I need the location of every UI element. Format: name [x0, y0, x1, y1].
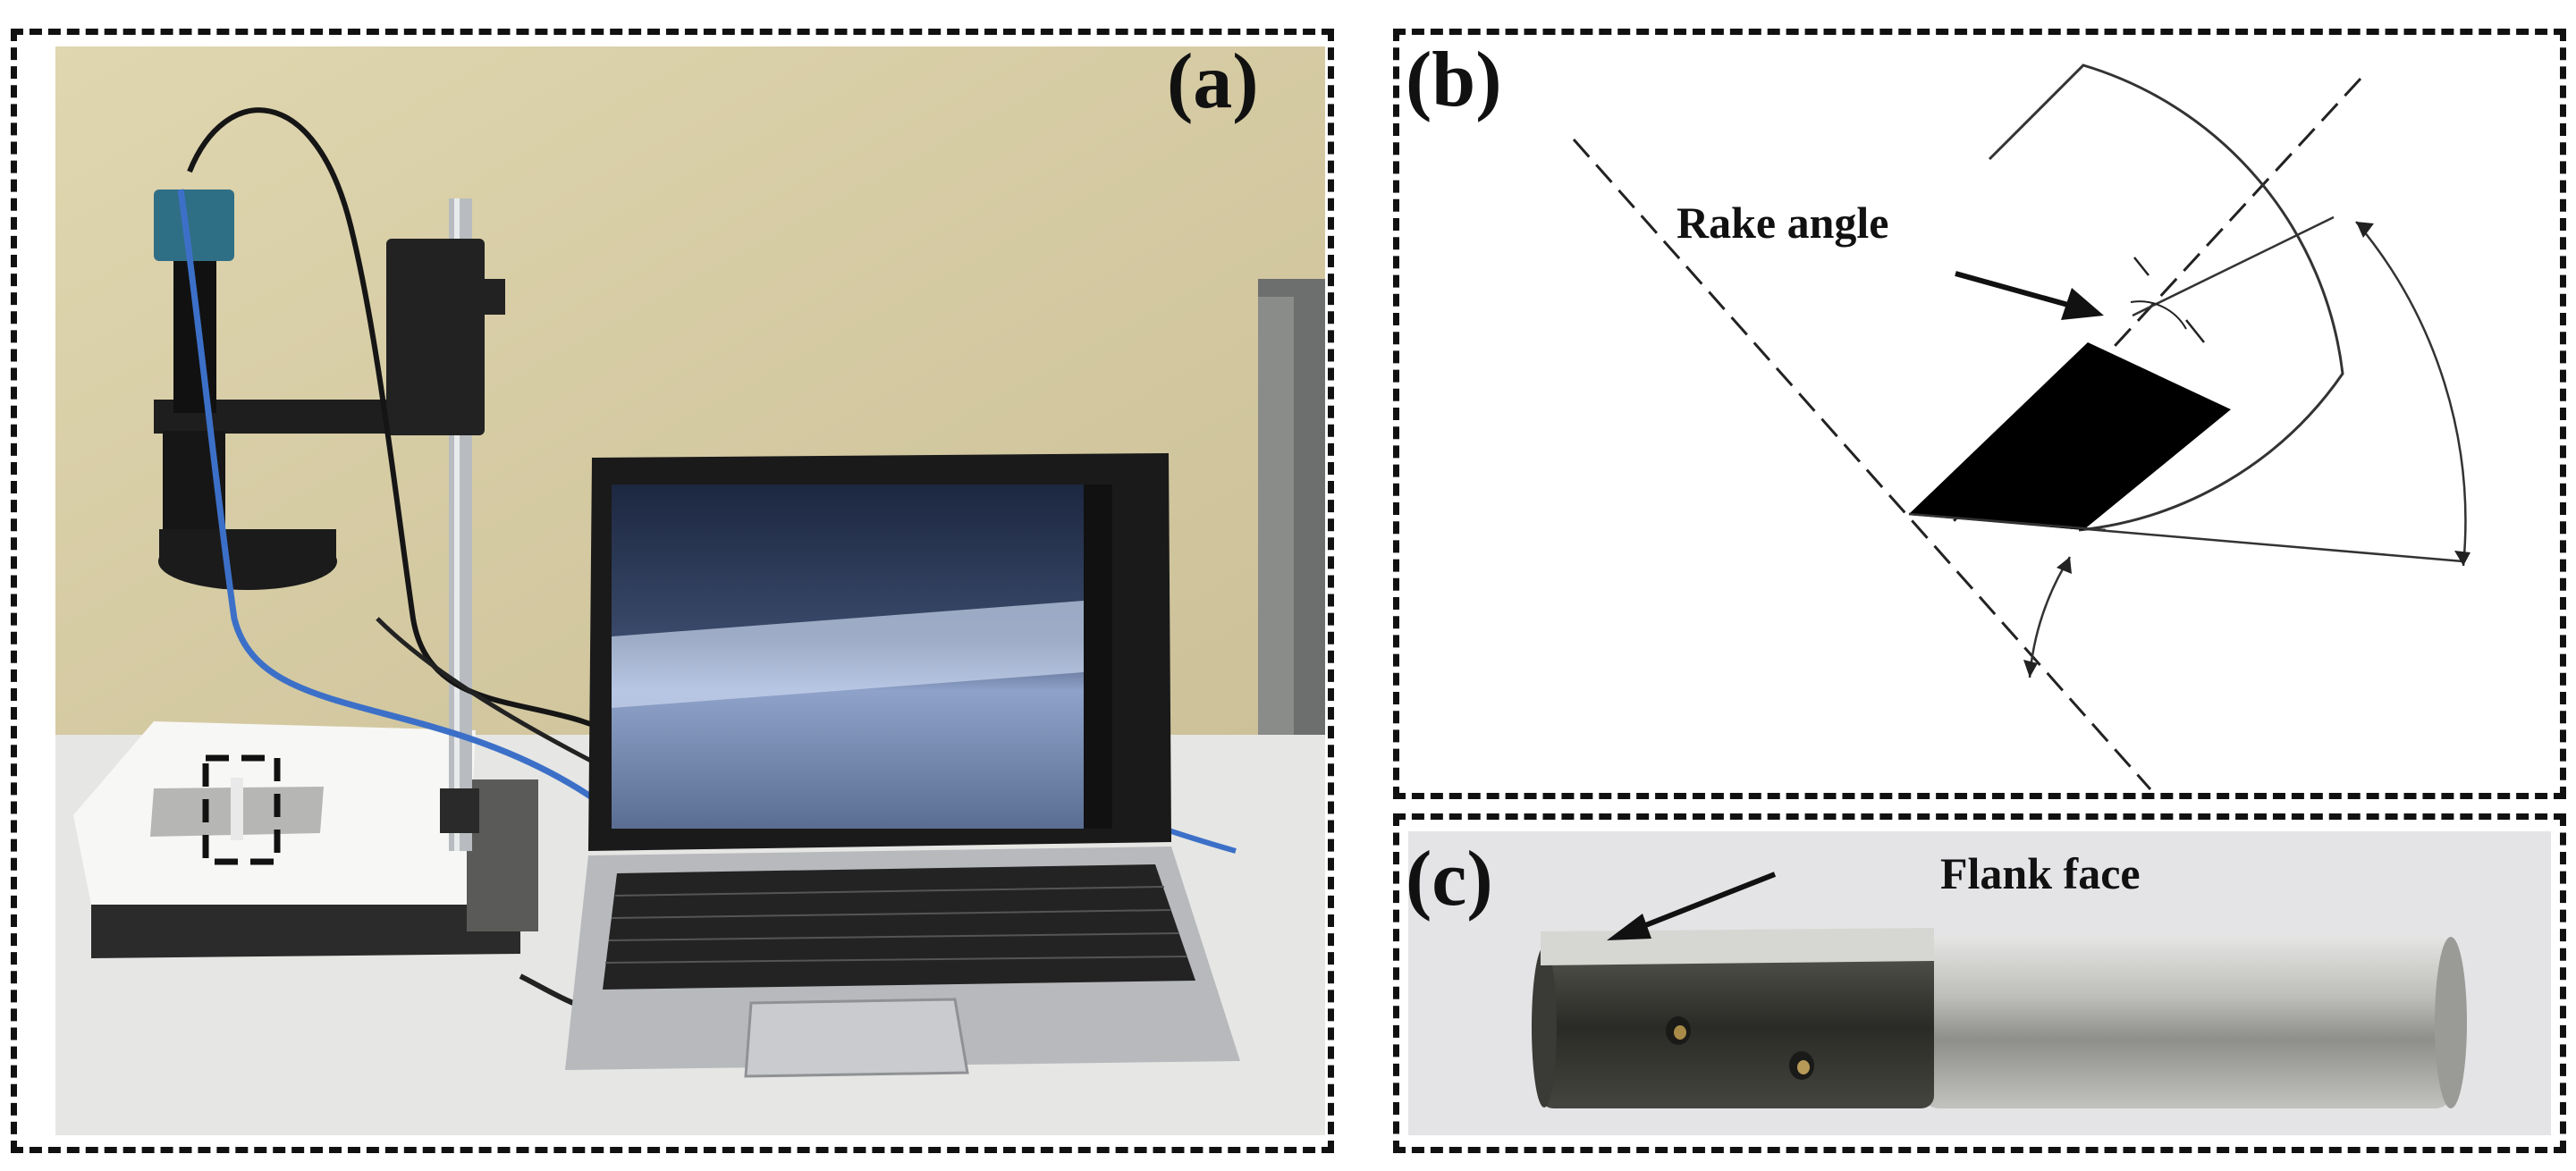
rake-angle-label: Rake angle — [1677, 198, 1889, 248]
stand-base — [91, 905, 520, 958]
touchpad — [744, 998, 969, 1078]
camera — [154, 190, 234, 261]
tool-photo — [1408, 831, 2551, 1135]
panel-a-label: (a) — [1167, 38, 1259, 125]
tool-shank — [1922, 937, 2452, 1108]
flank-face-arrow — [1637, 872, 1777, 931]
rake-angle-diagram — [1572, 63, 2470, 790]
panel-c-frame — [1393, 813, 2566, 1153]
panel-b-label: (b) — [1406, 37, 1502, 123]
flank-face-strip — [1541, 928, 1934, 965]
tool-wedge — [1909, 342, 2231, 530]
outer-arc — [1988, 63, 2344, 532]
tool-holder — [1541, 946, 1934, 1108]
keyboard — [603, 864, 1195, 990]
reference-dashed-line — [1572, 139, 2152, 790]
rake-angle-arrow — [1955, 271, 2075, 309]
panel-a-photo — [55, 46, 1325, 1135]
flank-face-label: Flank face — [1940, 848, 2141, 898]
clearance-arc — [2355, 221, 2467, 567]
panel-c-label: (c) — [1406, 836, 1493, 922]
panel-b-frame — [1393, 29, 2566, 799]
panel-a-frame — [11, 29, 1334, 1153]
specimen-highlight-box — [202, 754, 281, 865]
